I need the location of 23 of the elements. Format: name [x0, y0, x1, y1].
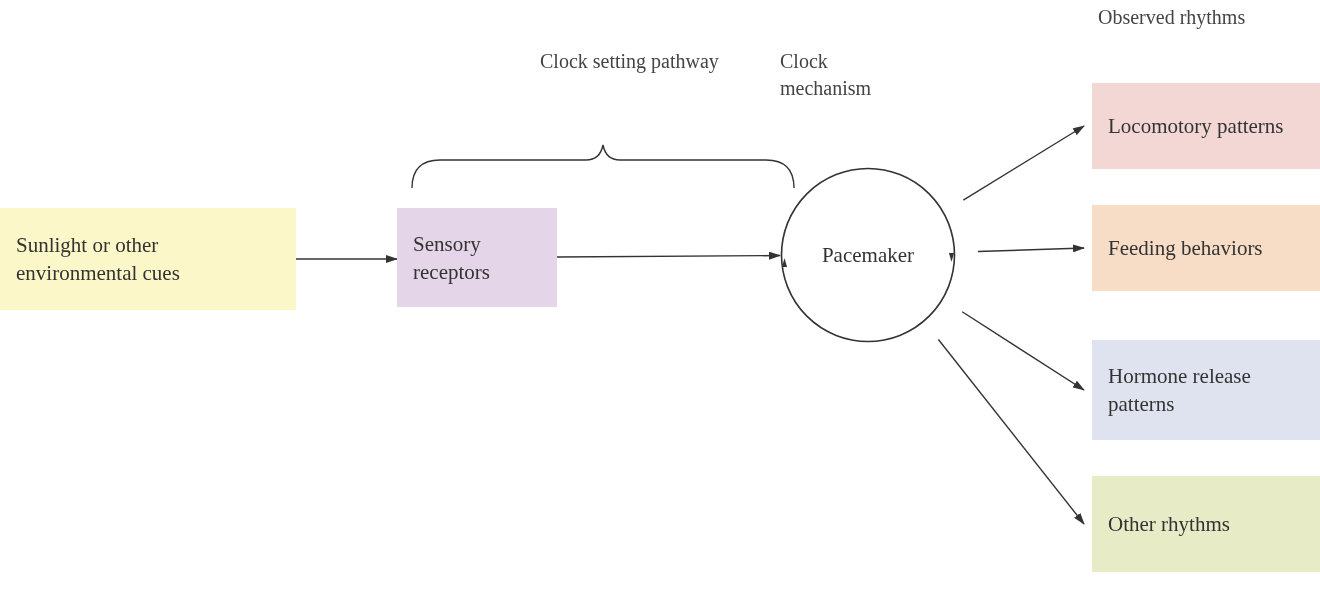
node-text: Pacemaker [821, 242, 915, 269]
arrow [961, 311, 1085, 391]
arrow [556, 251, 781, 260]
process-box [397, 208, 557, 307]
node-text: Locomotory patterns [1108, 113, 1284, 140]
stage-label: Clock mechanism [780, 49, 873, 101]
process-box [1092, 83, 1320, 169]
arrow [977, 244, 1085, 253]
pacemaker-circle [780, 167, 956, 343]
process-box [1092, 205, 1320, 291]
column-heading: Observed rhythms [1098, 5, 1247, 31]
process-box [1092, 476, 1320, 572]
stage-label: Clock setting pathway [540, 49, 720, 75]
node-text: Sensory receptors [413, 230, 491, 286]
node-text: Hormone release patterns [1108, 363, 1252, 418]
process-box [0, 208, 296, 310]
process-box [1092, 340, 1320, 440]
node-text: Other rhythms [1108, 511, 1230, 538]
arrow [962, 125, 1085, 201]
node-text: Sunlight or other environmental cues [16, 232, 181, 287]
arrow [937, 338, 1085, 525]
node-text: Feeding behaviors [1108, 235, 1263, 262]
arrow [295, 255, 398, 263]
